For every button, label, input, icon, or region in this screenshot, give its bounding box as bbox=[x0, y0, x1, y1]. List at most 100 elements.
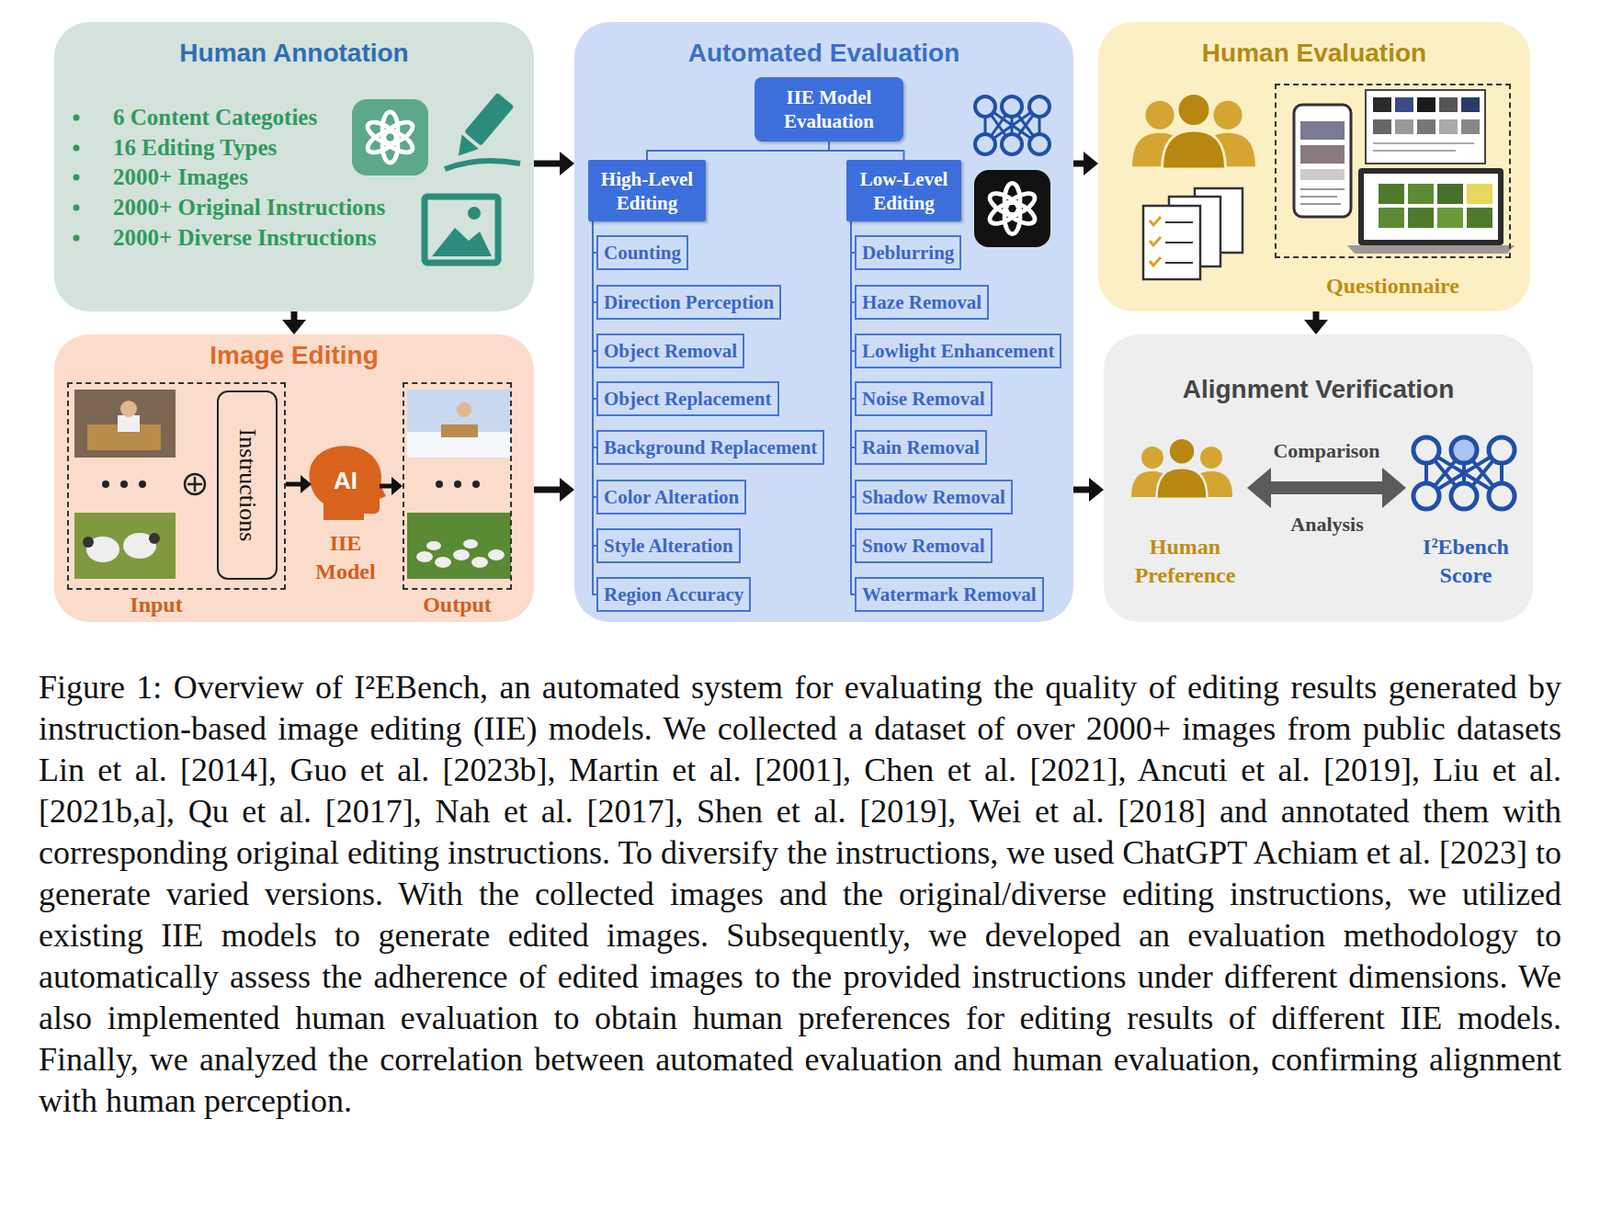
network-icon bbox=[975, 96, 996, 117]
input-photo bbox=[82, 536, 94, 548]
model-head bbox=[309, 445, 386, 521]
laptop-screenshot bbox=[1378, 183, 1405, 205]
node-text: Region Accuracy bbox=[603, 583, 744, 606]
image-icon bbox=[467, 206, 481, 220]
panel-title: Image Editing bbox=[209, 340, 379, 372]
bullet-item: 2000+ Original Instructions bbox=[113, 193, 386, 222]
output-photo bbox=[407, 512, 511, 579]
task-box: Direction Perception bbox=[596, 284, 782, 320]
input-photo bbox=[74, 512, 176, 579]
panel-title: Human Evaluation bbox=[1202, 37, 1427, 69]
category-box: Low-Level Editing bbox=[846, 159, 962, 222]
input-photo bbox=[74, 389, 176, 579]
laptop-screenshot bbox=[1437, 207, 1464, 228]
task-box: Region Accuracy bbox=[596, 577, 751, 613]
image-icon bbox=[431, 227, 492, 257]
connector-line bbox=[533, 487, 561, 494]
task-box: Object Removal bbox=[596, 333, 745, 369]
bullet-dot bbox=[73, 114, 80, 122]
connector bbox=[533, 477, 575, 502]
chatgpt-icon bbox=[974, 170, 1051, 248]
laptop-screenshot bbox=[1347, 168, 1515, 254]
input-photo bbox=[74, 389, 176, 458]
network-icon bbox=[1413, 483, 1440, 510]
edge-note: Analysis bbox=[1286, 512, 1367, 537]
ellipsis-dots bbox=[435, 480, 443, 488]
node-text: Watermark Removal bbox=[862, 583, 1037, 606]
ellipsis-dots bbox=[120, 480, 128, 488]
ellipsis-dots bbox=[102, 480, 480, 488]
network-icon bbox=[1001, 96, 1022, 117]
arrow-head bbox=[391, 476, 403, 496]
laptop-screenshot bbox=[1437, 183, 1464, 205]
node-text: Direction Perception bbox=[603, 291, 774, 314]
connector bbox=[1073, 477, 1104, 502]
connector bbox=[1247, 467, 1407, 509]
task-box: Rain Removal bbox=[854, 430, 988, 466]
monitor-screenshot bbox=[1461, 119, 1480, 135]
model-head bbox=[309, 445, 386, 521]
documents-icon bbox=[1143, 188, 1243, 280]
laptop-screenshot bbox=[1407, 207, 1434, 228]
monitor-screenshot bbox=[1439, 97, 1458, 113]
ellipsis-dots bbox=[472, 480, 480, 488]
task-box: Lowlight Enhancement bbox=[854, 333, 1062, 369]
people-icon bbox=[1156, 438, 1207, 500]
monitor-screenshot bbox=[1395, 119, 1414, 135]
connector bbox=[828, 141, 905, 160]
chatgpt-icon bbox=[986, 182, 1038, 234]
edge-label: Comparison bbox=[1269, 439, 1384, 464]
output-photo bbox=[463, 539, 478, 549]
monitor-screenshot bbox=[1417, 119, 1436, 135]
node-text: Style Alteration bbox=[603, 534, 734, 557]
panel-ground bbox=[54, 22, 534, 312]
network-icon bbox=[1413, 437, 1515, 510]
task-box: Haze Removal bbox=[854, 284, 989, 320]
monitor-screenshot bbox=[1373, 143, 1475, 151]
panel-ground bbox=[54, 22, 1533, 623]
task-box: Snow Removal bbox=[854, 528, 993, 564]
task-box: Style Alteration bbox=[596, 528, 741, 564]
arrow-head bbox=[300, 475, 312, 494]
panel-ground bbox=[574, 22, 1074, 623]
output-photo bbox=[471, 556, 488, 568]
panel-ground bbox=[54, 334, 534, 623]
arrow-head bbox=[559, 477, 575, 502]
laptop-screenshot bbox=[1347, 245, 1515, 254]
monitor-screenshot bbox=[1461, 97, 1480, 113]
connector-line bbox=[1270, 481, 1384, 495]
bullet-item: 16 Editing Types bbox=[113, 134, 277, 162]
arrow-head bbox=[1247, 467, 1271, 509]
bullet-dot bbox=[73, 145, 80, 152]
instruction-text: Instructions bbox=[233, 429, 261, 543]
node-text: Color Alteration bbox=[603, 486, 739, 509]
connector-line bbox=[828, 141, 905, 160]
ellipsis-dots bbox=[102, 480, 110, 488]
image-icon bbox=[424, 196, 499, 263]
score-group: I²Ebench Score bbox=[1406, 424, 1526, 593]
pencil-icon bbox=[464, 92, 514, 147]
arrow-head bbox=[1083, 151, 1099, 176]
model-badge: AI bbox=[333, 466, 358, 502]
bullet-item: 6 Content Categoties bbox=[113, 103, 318, 132]
node-text: Snow Removal bbox=[862, 534, 986, 557]
network-icon bbox=[1001, 134, 1022, 155]
node-text: High-Level Editing bbox=[593, 167, 701, 216]
node-text: Background Replacement bbox=[603, 436, 818, 459]
frame-caption: Questionnaire bbox=[1276, 272, 1510, 301]
node-text: Object Replacement bbox=[603, 387, 772, 410]
questionnaire-frame: Questionnaire bbox=[1274, 83, 1511, 259]
connector bbox=[285, 475, 312, 494]
figure-caption: Figure 1: Overview of I²EBench, an autom… bbox=[38, 667, 1562, 1123]
pencil-icon bbox=[450, 92, 515, 164]
chatgpt-icon bbox=[351, 99, 429, 176]
phone-screenshot bbox=[1293, 104, 1351, 217]
chatgpt-icon bbox=[974, 170, 1051, 248]
input-photo bbox=[120, 400, 137, 418]
laptop-screenshot bbox=[1363, 173, 1498, 240]
connector bbox=[533, 151, 575, 176]
image-icon bbox=[424, 196, 499, 263]
panel-title: Alignment Verification bbox=[1182, 374, 1455, 406]
group-caption: I²Ebench Score bbox=[1406, 533, 1526, 591]
panel: Image EditingInputInstructionsAIIIE Mode… bbox=[54, 334, 534, 623]
